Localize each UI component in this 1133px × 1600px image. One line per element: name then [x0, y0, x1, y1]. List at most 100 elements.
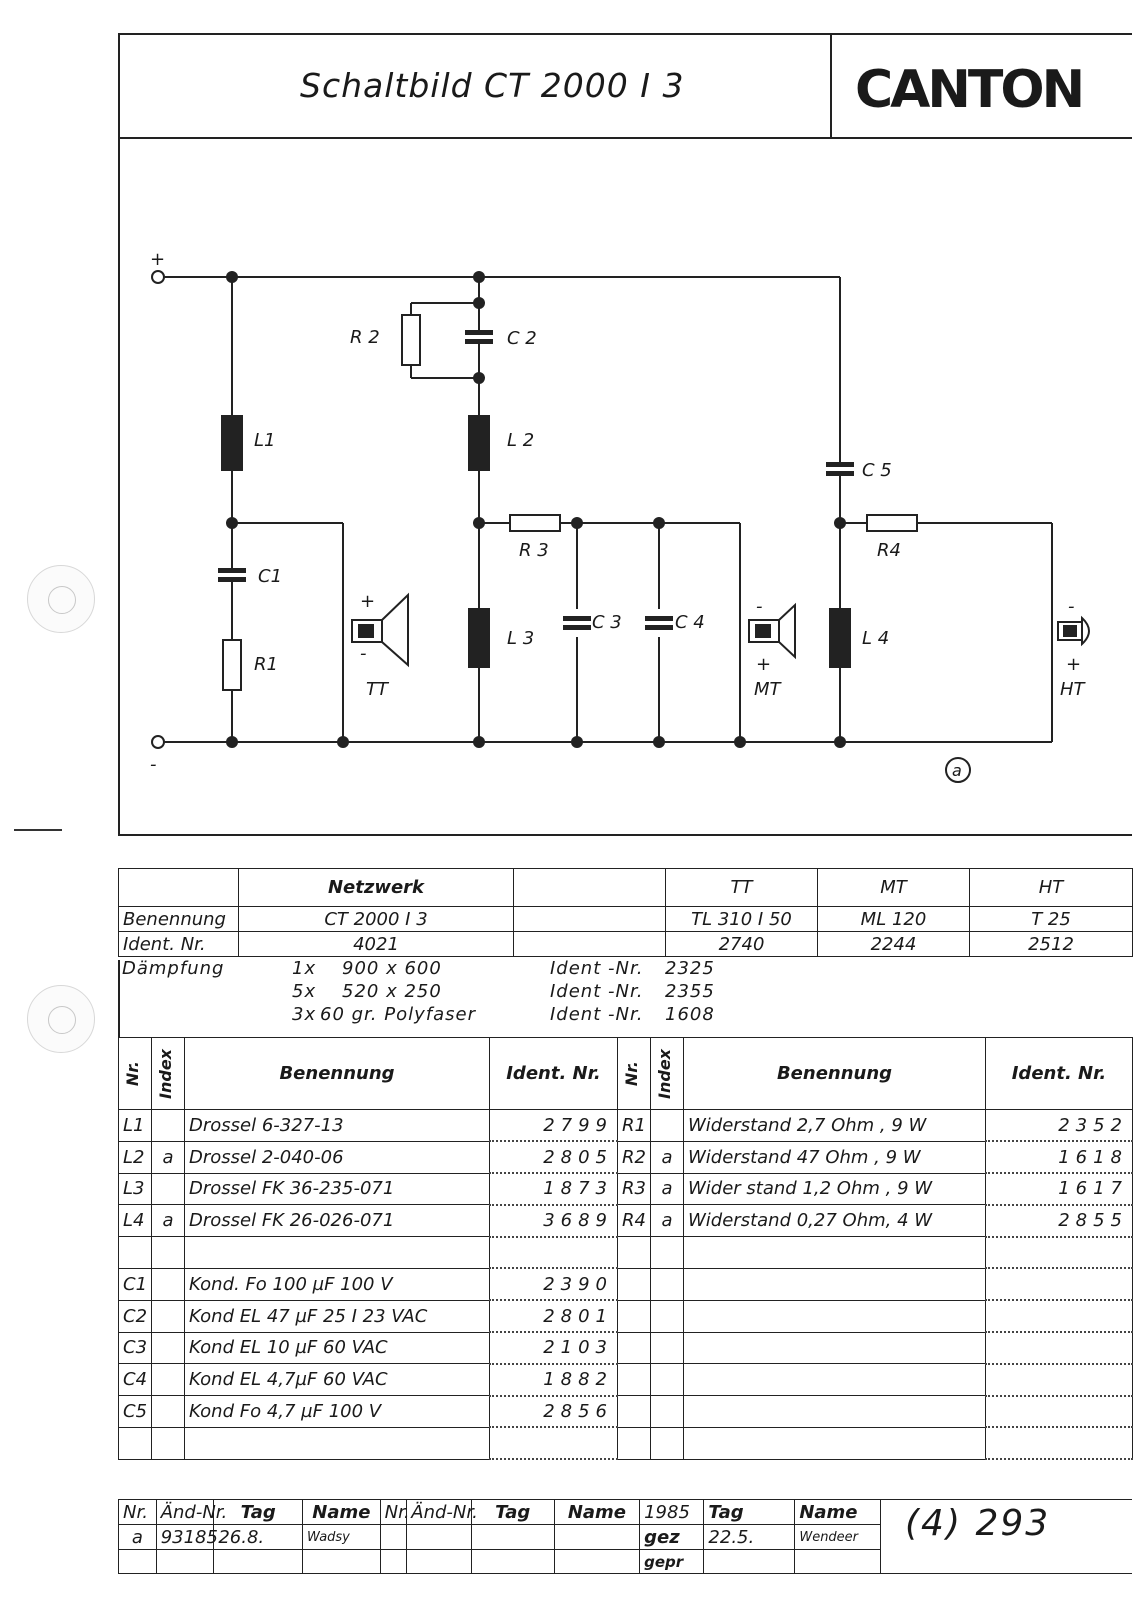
- part-nr-right: R3: [617, 1172, 651, 1206]
- part-ident: 2799: [489, 1109, 618, 1143]
- part-index: [151, 1267, 185, 1301]
- info-table: Netzwerk TT MT HT Benennung CT 2000 I 3 …: [118, 868, 1133, 957]
- margin-fold-mark: [14, 829, 62, 831]
- label-l3: L 3: [507, 628, 534, 649]
- parts-header-nr-right: Nr.: [622, 1060, 641, 1087]
- part-index-right: [650, 1363, 684, 1397]
- label-c2: C 2: [507, 328, 537, 349]
- parts-header-nr: Nr.: [123, 1060, 142, 1087]
- parts-header-benennung-right: Benennung: [683, 1037, 986, 1110]
- rev-tag-label: Tag: [703, 1499, 796, 1525]
- rev-row-nr: a: [118, 1524, 157, 1550]
- part-nr: C2: [118, 1299, 152, 1333]
- resistor-r2: [401, 314, 421, 366]
- inductor-l1: [221, 415, 243, 471]
- part-index-right: [650, 1236, 684, 1269]
- daempfung-qty-3: 3x: [292, 1004, 317, 1025]
- part-ident: 2801: [489, 1299, 618, 1334]
- part-ident-right: 2855: [985, 1204, 1133, 1238]
- label-c1: C1: [258, 566, 282, 587]
- part-index: [151, 1109, 185, 1142]
- midrange-speaker-icon: [748, 602, 796, 660]
- info-blank-cell: [513, 931, 666, 957]
- plus-terminal: [151, 270, 165, 284]
- info-header-blank: [118, 868, 239, 907]
- part-index: [151, 1172, 185, 1206]
- rev-gez-signature: Wendeer: [794, 1524, 881, 1550]
- tweeter-speaker-icon: [1057, 615, 1090, 647]
- part-ident-right: [985, 1236, 1133, 1270]
- part-nr-right: [617, 1395, 651, 1428]
- daempfung-spec-2: 520 x 250: [342, 981, 442, 1002]
- part-index-right: [650, 1267, 684, 1301]
- parts-row: [118, 1426, 1133, 1461]
- part-nr: C4: [118, 1363, 152, 1397]
- part-nr-right: R1: [617, 1109, 651, 1142]
- part-name-right: [683, 1236, 986, 1269]
- info-tt-ident: 2740: [665, 931, 818, 957]
- part-ident: [489, 1236, 618, 1270]
- label-c3: C 3: [592, 612, 622, 633]
- daempfung-qty-2: 5x: [292, 981, 317, 1002]
- info-ht-ident: 2512: [969, 931, 1133, 957]
- info-network-name: CT 2000 I 3: [238, 906, 514, 932]
- part-name: [184, 1236, 490, 1269]
- title-block: [118, 33, 1132, 139]
- part-ident: 3689: [489, 1204, 618, 1238]
- info-header-tt: TT: [665, 868, 818, 907]
- part-nr: [118, 1426, 152, 1460]
- part-index-right: [650, 1109, 684, 1142]
- part-name: Drossel FK 36-235-071: [184, 1172, 490, 1206]
- rev-header-nr: Nr.: [118, 1499, 157, 1525]
- part-ident: 2103: [489, 1331, 618, 1365]
- part-nr: C1: [118, 1267, 152, 1301]
- title-divider: [830, 33, 832, 139]
- part-name: Kond EL 4,7µF 60 VAC: [184, 1363, 490, 1397]
- part-ident: 1873: [489, 1172, 618, 1206]
- tt-plus-label: +: [360, 591, 375, 612]
- part-name: Kond EL 47 µF 25 I 23 VAC: [184, 1299, 490, 1333]
- rev-gez-label: gez: [639, 1524, 705, 1550]
- info-header-ht: HT: [969, 868, 1133, 907]
- part-nr: C3: [118, 1331, 152, 1365]
- part-nr-right: R4: [617, 1204, 651, 1238]
- part-ident: [489, 1426, 618, 1461]
- daempfung-label: Dämpfung: [122, 958, 225, 979]
- index-mark-circle: [945, 757, 971, 783]
- minus-terminal-label: -: [150, 754, 157, 775]
- part-index-right: [650, 1299, 684, 1333]
- part-nr-right: R2: [617, 1140, 651, 1174]
- label-l4: L 4: [862, 628, 889, 649]
- part-nr-right: [617, 1299, 651, 1333]
- parts-header-ident-right: Ident. Nr.: [985, 1037, 1133, 1110]
- label-l2: L 2: [507, 430, 534, 451]
- drawing-number: (4) 293: [905, 1503, 1051, 1544]
- rev-gez-tag: 22.5.: [703, 1524, 796, 1550]
- part-nr-right: [617, 1363, 651, 1397]
- part-name: Drossel 6-327-13: [184, 1109, 490, 1142]
- part-ident: 2856: [489, 1395, 618, 1429]
- rev-header-tag: Tag: [213, 1499, 304, 1525]
- part-name-right: [683, 1363, 986, 1397]
- rev-header-aend-nr: Änd-Nr.: [155, 1499, 227, 1525]
- daempfung-ident-3: 1608: [665, 1004, 715, 1025]
- parts-header-ident: Ident. Nr.: [489, 1037, 618, 1110]
- label-c4: C 4: [675, 612, 705, 633]
- inductor-l2: [468, 415, 490, 471]
- part-nr: [118, 1236, 152, 1269]
- info-header-netzwerk: Netzwerk: [238, 868, 514, 907]
- part-index-right: [650, 1395, 684, 1428]
- capacitor-c5: [826, 462, 854, 476]
- info-blank-cell: [513, 906, 666, 932]
- label-r2: R 2: [350, 327, 380, 348]
- part-ident-right: [985, 1426, 1133, 1461]
- info-label-benennung: Benennung: [118, 906, 239, 932]
- part-index-right: a: [650, 1140, 684, 1174]
- parts-header-index: Index: [156, 1048, 175, 1099]
- info-mt-ident: 2244: [817, 931, 970, 957]
- capacitor-c3: [563, 609, 591, 637]
